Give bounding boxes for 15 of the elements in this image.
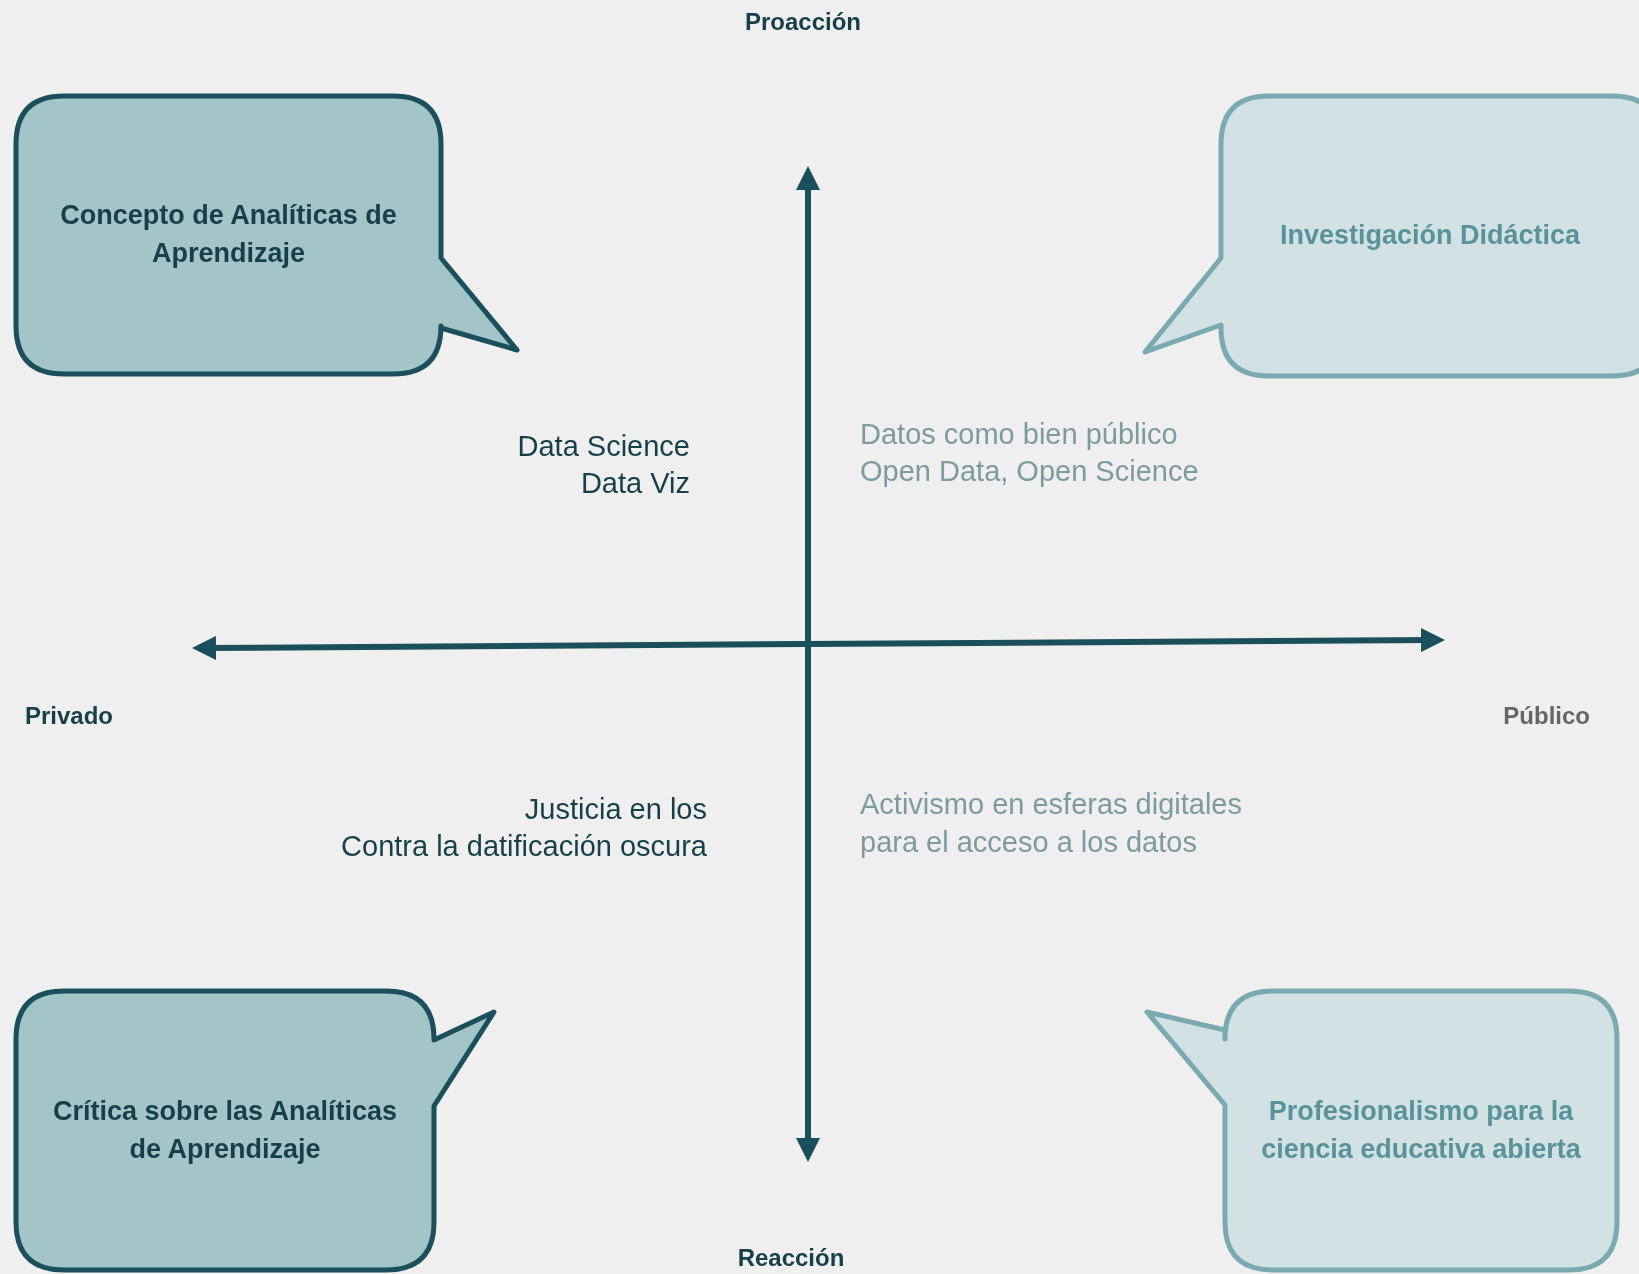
axis-label: Público bbox=[1503, 701, 1590, 731]
quadrant-text: Data Science bbox=[517, 429, 690, 464]
bubble-title: Crítica sobre las Analíticas de Aprendizaje bbox=[51, 1094, 399, 1166]
quadrant-text: Activismo en esferas digitales para el acceso a los datos bbox=[860, 787, 1243, 860]
quadrant-text: Datos como bien público bbox=[860, 417, 1178, 452]
axis-label: Proacción bbox=[745, 7, 861, 37]
axis-label: Reacción bbox=[737, 1243, 845, 1273]
bubble-title: Profesionalismo para la ciencia educativa abierta bbox=[1260, 1094, 1582, 1166]
bubble-title: Concepto de Analíticas de Aprendizaje bbox=[59, 199, 398, 270]
axis-label: Privado bbox=[25, 701, 114, 731]
bubble-title: Investigación Didáctica bbox=[1279, 219, 1581, 253]
quadrant-text: Data Viz bbox=[580, 466, 690, 501]
quadrant-text: Contra la datificación oscura bbox=[341, 829, 707, 864]
quadrant-text: Justicia en los bbox=[524, 792, 707, 827]
quadrant-text: Open Data, Open Science bbox=[860, 454, 1199, 489]
